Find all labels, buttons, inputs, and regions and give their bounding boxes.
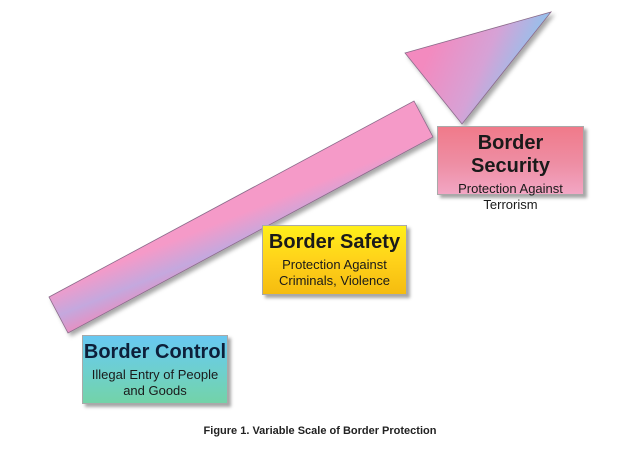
arrow-head <box>404 11 553 125</box>
arrow-shaft <box>48 100 434 334</box>
border-security-description: Protection Against Terrorism <box>438 181 583 213</box>
border-control-desc-line-2: and Goods <box>123 383 187 398</box>
border-safety-desc-line-2: Criminals, Violence <box>278 273 391 288</box>
border-safety-box: Border Safety Protection Against Crimina… <box>262 225 407 295</box>
border-control-description: Illegal Entry of People and Goods <box>83 367 227 399</box>
border-safety-desc-line-1: Protection Against <box>282 257 387 272</box>
border-security-desc-line-1: Protection Against <box>458 181 563 196</box>
border-control-title: Border Control <box>83 341 227 363</box>
border-security-box: Border Security Protection Against Terro… <box>437 126 584 212</box>
progression-arrow <box>48 11 553 334</box>
border-control-box: Border Control Illegal Entry of People a… <box>82 335 228 404</box>
border-security-title: Border Security <box>471 132 550 177</box>
figure-caption: Figure 1. Variable Scale of Border Prote… <box>203 425 437 437</box>
border-safety-title: Border Safety <box>268 231 401 253</box>
border-control-desc-line-1: Illegal Entry of People <box>91 367 219 382</box>
border-security-desc-line-2: Terrorism <box>483 197 538 212</box>
border-safety-description: Protection Against Criminals, Violence <box>263 257 406 289</box>
